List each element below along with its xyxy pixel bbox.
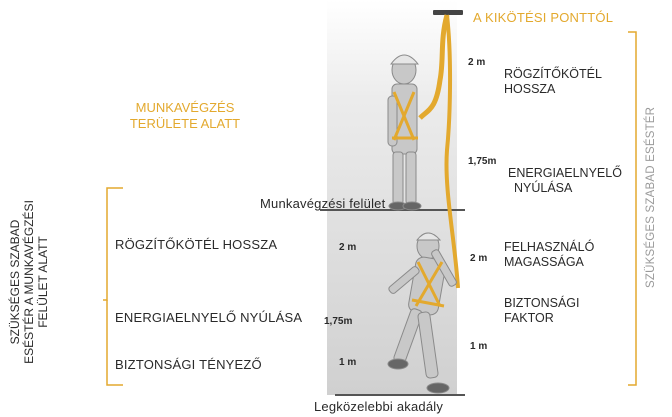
- right-measure-absorber: 1,75m: [468, 156, 496, 167]
- left-vertical-label: SZÜKSÉGES SZABAD ESÉSTÉR A MUNKAVÉGZÉSI …: [8, 162, 50, 402]
- right-absorber-label: ENERGIAELNYELŐ NYÚLÁSA: [508, 166, 622, 196]
- right-lanyard-line-2: HOSSZA: [504, 82, 602, 97]
- left-measure-absorber: 1,75m: [324, 316, 352, 327]
- anchor-label: A KIKÖTÉSI PONTTÓL: [473, 10, 613, 25]
- left-measure-safety: 1 m: [339, 357, 356, 368]
- obstacle-label: Legközelebbi akadály: [314, 399, 443, 414]
- left-vertical-line-3: FELÜLET ALATT: [36, 162, 50, 402]
- left-safety-label: BIZTONSÁGI TÉNYEZŐ: [115, 357, 262, 372]
- right-measure-lanyard: 2 m: [468, 57, 485, 68]
- right-user-height-line-1: FELHASZNÁLÓ: [504, 240, 594, 255]
- left-measure-lanyard: 2 m: [339, 242, 356, 253]
- left-vertical-line-2: ESÉSTÉR A MUNKAVÉGZÉSI: [22, 162, 36, 402]
- work-area-line-1: MUNKAVÉGZÉS: [120, 100, 250, 116]
- right-absorber-line-2: NYÚLÁSA: [514, 181, 622, 196]
- right-bracket: [628, 32, 636, 385]
- right-lanyard-line-1: RÖGZÍTŐKÖTÉL: [504, 67, 602, 82]
- left-lanyard-label: RÖGZÍTŐKÖTÉL HOSSZA: [115, 237, 277, 252]
- right-absorber-line-1: ENERGIAELNYELŐ: [508, 166, 622, 181]
- right-measure-user-height: 2 m: [470, 253, 487, 264]
- right-vertical-label: SZÜKSÉGES SZABAD ESÉSTÉR: [645, 98, 657, 288]
- right-user-height-line-2: MAGASSÁGA: [504, 255, 594, 270]
- right-measure-safety: 1 m: [470, 341, 487, 352]
- right-user-height-label: FELHASZNÁLÓ MAGASSÁGA: [504, 240, 594, 270]
- work-area-line-2: TERÜLETE ALATT: [120, 116, 250, 132]
- right-lanyard-label: RÖGZÍTŐKÖTÉL HOSSZA: [504, 67, 602, 97]
- work-surface-label: Munkavégzési felület: [260, 196, 385, 211]
- right-safety-line-1: BIZTONSÁGI: [504, 296, 579, 311]
- anchor-bar: [433, 10, 463, 15]
- left-vertical-line-1: SZÜKSÉGES SZABAD: [8, 162, 22, 402]
- right-safety-label: BIZTONSÁGI FAKTOR: [504, 296, 579, 326]
- left-absorber-label: ENERGIAELNYELŐ NYÚLÁSA: [115, 310, 302, 325]
- right-safety-line-2: FAKTOR: [504, 311, 579, 326]
- work-area-label: MUNKAVÉGZÉS TERÜLETE ALATT: [120, 100, 250, 132]
